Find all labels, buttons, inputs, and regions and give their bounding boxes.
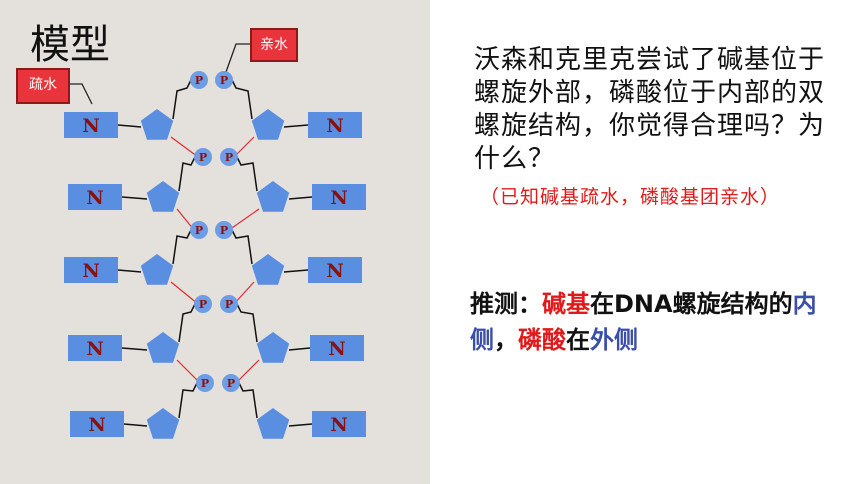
base-label: N — [82, 115, 99, 137]
base-label: N — [86, 338, 103, 360]
base-box-left — [68, 335, 122, 361]
phosphodiester-link — [176, 359, 201, 384]
conclusion-mid1: 在DNA螺旋结构的 — [590, 290, 793, 318]
conclusion-comma: ， — [494, 326, 518, 354]
base-box-right — [308, 112, 362, 138]
sugar-pentagon-right — [256, 332, 290, 363]
hint-text: （已知碱基疏水，磷酸基团亲水） — [480, 186, 781, 208]
sugar-phosphate-bond — [236, 303, 258, 343]
phosphate-label: P — [227, 377, 235, 390]
phosphate-circle-left — [196, 374, 214, 392]
sugar-phosphate-bond — [231, 79, 253, 120]
conclusion-phosphate: 磷酸 — [518, 326, 566, 354]
page-title: 模型 — [30, 22, 110, 68]
base-sugar-bond — [117, 269, 142, 273]
base-sugar-bond — [121, 196, 148, 200]
hydrophilic-label: 亲水 — [250, 28, 298, 62]
phosphodiester-link — [228, 208, 260, 231]
conclusion-text: 推测：碱基在DNA螺旋结构的内侧，磷酸在外侧 — [470, 286, 830, 358]
base-label: N — [82, 260, 99, 282]
phosphate-circle-right — [215, 221, 233, 239]
phosphate-circle-left — [190, 221, 208, 239]
sugar-phosphate-bond — [238, 382, 258, 419]
sugar-phosphate-bond — [231, 229, 253, 265]
base-label: N — [330, 414, 347, 436]
base-sugar-bond — [288, 196, 313, 200]
phosphate-label: P — [199, 298, 207, 311]
sugar-pentagon-right — [251, 254, 285, 285]
sugar-pentagon-left — [140, 109, 174, 140]
sugar-phosphate-bond — [178, 382, 198, 419]
phosphate-circle-right — [215, 71, 233, 89]
sugar-phosphate-bond — [172, 229, 192, 265]
base-box-right — [308, 257, 362, 283]
phosphate-circle-right — [220, 295, 238, 313]
conclusion-outer: 外侧 — [590, 326, 638, 354]
callout-line-hydrophilic — [225, 43, 250, 73]
base-box-left — [68, 184, 122, 210]
phosphate-label: P — [201, 377, 209, 390]
base-label: N — [326, 260, 343, 282]
sugar-pentagon-left — [146, 408, 180, 439]
base-box-right — [310, 335, 364, 361]
base-sugar-bond — [117, 124, 142, 128]
sugar-phosphate-bond — [178, 156, 196, 192]
phosphate-label: P — [199, 151, 207, 164]
phosphate-label: P — [225, 151, 233, 164]
sugar-pentagon-right — [256, 408, 290, 439]
phosphate-label: P — [225, 298, 233, 311]
base-label: N — [326, 115, 343, 137]
phosphate-label: P — [195, 224, 203, 237]
conclusion-base: 碱基 — [542, 290, 590, 318]
base-box-right — [312, 411, 366, 437]
phosphate-label: P — [220, 74, 228, 87]
conclusion-prefix: 推测： — [470, 290, 542, 318]
dna-model-diagram: N N P P N N P P N N P P N N P P N N P P — [62, 43, 366, 439]
base-label: N — [86, 187, 103, 209]
diagram-panel — [0, 0, 430, 484]
base-sugar-bond — [283, 269, 309, 273]
base-box-left — [64, 112, 118, 138]
hydrophobic-label: 疏水 — [16, 68, 70, 104]
base-label: N — [328, 338, 345, 360]
phosphate-label: P — [220, 224, 228, 237]
phosphate-circle-right — [220, 148, 238, 166]
sugar-phosphate-bond — [178, 303, 196, 343]
phosphodiester-link — [170, 136, 199, 158]
phosphate-circle-left — [190, 71, 208, 89]
phosphate-label: P — [195, 74, 203, 87]
sugar-phosphate-bond — [236, 156, 258, 192]
base-box-left — [70, 411, 124, 437]
base-box-right — [312, 184, 366, 210]
sugar-pentagon-left — [146, 332, 180, 363]
question-text: 沃森和克里克尝试了碱基位于螺旋外部，磷酸位于内部的双螺旋结构，你觉得合理吗？为什… — [474, 45, 826, 174]
phosphodiester-link — [233, 281, 255, 305]
conclusion-inner: 内侧 — [470, 290, 817, 354]
base-sugar-bond — [288, 347, 311, 351]
sugar-pentagon-right — [251, 109, 285, 140]
phosphate-circle-left — [194, 148, 212, 166]
base-sugar-bond — [121, 347, 148, 351]
conclusion-mid2: 在 — [566, 326, 590, 354]
phosphate-circle-right — [222, 374, 240, 392]
base-sugar-bond — [283, 124, 309, 128]
phosphate-circle-left — [194, 295, 212, 313]
base-box-left — [64, 257, 118, 283]
base-label: N — [330, 187, 347, 209]
sugar-phosphate-bond — [172, 79, 192, 120]
base-label: N — [88, 414, 105, 436]
sugar-pentagon-right — [256, 181, 290, 212]
base-sugar-bond — [288, 423, 313, 427]
sugar-pentagon-left — [146, 181, 180, 212]
phosphodiester-link — [235, 359, 260, 384]
base-sugar-bond — [123, 423, 148, 427]
phosphodiester-link — [170, 281, 199, 305]
sugar-pentagon-left — [140, 254, 174, 285]
